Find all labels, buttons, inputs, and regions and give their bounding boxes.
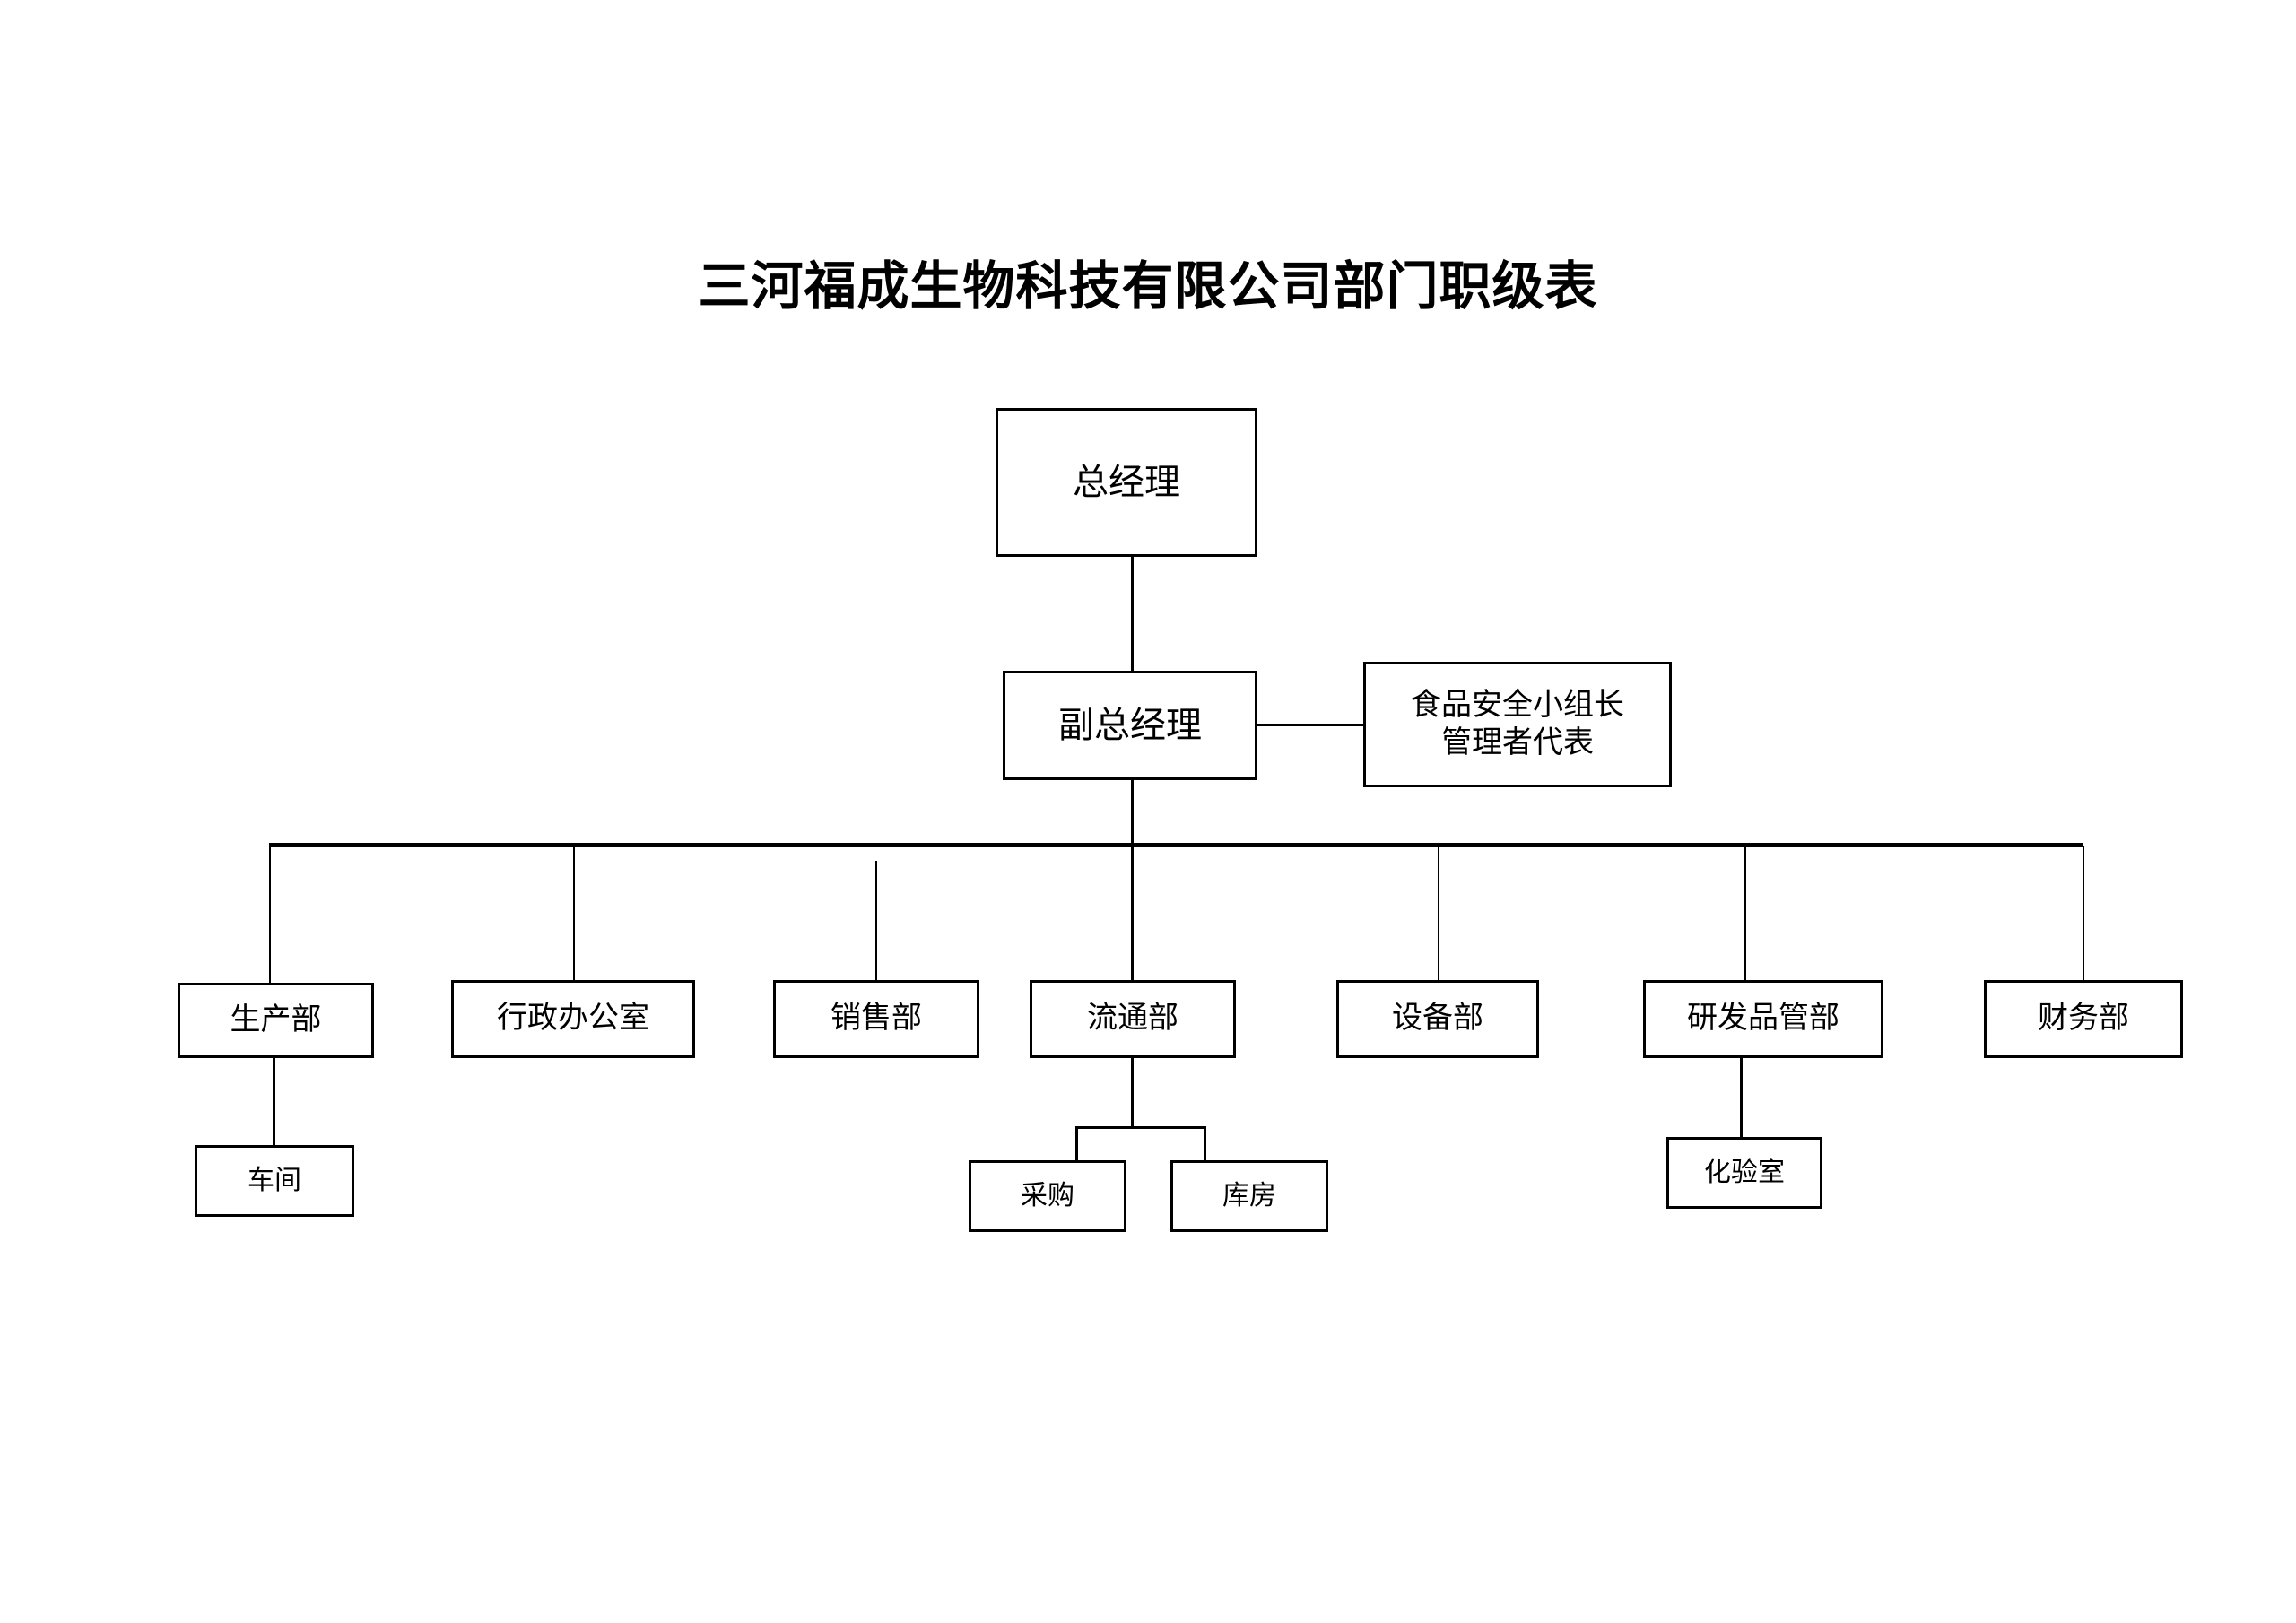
node-procurement[interactable]: 采购 [969, 1160, 1126, 1232]
connector-distribution-to-procurement [1075, 1126, 1078, 1162]
node-equipment-dept-label: 设备部 [1392, 1002, 1483, 1036]
connector-rd-quality-to-laboratory [1740, 1056, 1743, 1139]
connector-distribution-drop [1131, 1056, 1134, 1128]
node-deputy-general-manager-label: 副总经理 [1058, 705, 1202, 745]
connector-distribution-to-warehouse [1204, 1126, 1206, 1162]
node-sales-dept-label: 销售部 [831, 1002, 922, 1036]
node-general-manager[interactable]: 总经理 [996, 408, 1257, 557]
connector-dgm-to-food-safety [1256, 724, 1365, 726]
node-warehouse-label: 库房 [1222, 1181, 1276, 1211]
node-finance-dept-label: 财务部 [2038, 1002, 2129, 1036]
node-rd-quality-dept[interactable]: 研发品管部 [1643, 980, 1883, 1058]
node-workshop-label: 车间 [248, 1166, 301, 1196]
connector-production-to-workshop [273, 1056, 275, 1146]
node-warehouse[interactable]: 库房 [1170, 1160, 1328, 1232]
connector-department-bus [269, 843, 2083, 847]
node-production-dept[interactable]: 生产部 [178, 983, 374, 1058]
node-equipment-dept[interactable]: 设备部 [1336, 980, 1539, 1058]
node-finance-dept[interactable]: 财务部 [1984, 980, 2183, 1058]
connector-bus-to-sales [875, 861, 877, 985]
node-deputy-general-manager[interactable]: 副总经理 [1003, 671, 1257, 780]
connector-bus-to-distribution [1131, 846, 1134, 985]
node-food-safety-lead-label: 食品安全小组长 管理者代表 [1411, 688, 1624, 760]
connector-bus-to-production [269, 846, 271, 987]
connector-dgm-spine [1131, 778, 1134, 846]
node-sales-dept[interactable]: 销售部 [773, 980, 979, 1058]
connector-bus-to-finance [2083, 846, 2084, 982]
node-general-manager-label: 总经理 [1073, 462, 1180, 502]
connector-bus-to-equipment [1438, 846, 1439, 982]
node-production-dept-label: 生产部 [230, 1002, 322, 1037]
node-admin-office[interactable]: 行政办公室 [451, 980, 695, 1058]
node-procurement-label: 采购 [1021, 1181, 1074, 1211]
node-laboratory-label: 化验室 [1704, 1158, 1785, 1188]
node-food-safety-lead[interactable]: 食品安全小组长 管理者代表 [1363, 662, 1672, 787]
connector-gm-to-dgm [1131, 554, 1134, 673]
page-title: 三河福成生物科技有限公司部门职级表 [698, 257, 1598, 316]
node-distribution-dept[interactable]: 流通部 [1030, 980, 1236, 1058]
node-admin-office-label: 行政办公室 [497, 1002, 649, 1036]
node-rd-quality-dept-label: 研发品管部 [1687, 1002, 1839, 1036]
node-laboratory[interactable]: 化验室 [1666, 1137, 1822, 1209]
connector-distribution-split-bar [1075, 1126, 1206, 1129]
connector-bus-to-rd-quality [1744, 846, 1746, 982]
node-distribution-dept-label: 流通部 [1087, 1002, 1178, 1036]
connector-bus-to-admin-office [573, 846, 575, 982]
node-workshop[interactable]: 车间 [195, 1145, 354, 1217]
